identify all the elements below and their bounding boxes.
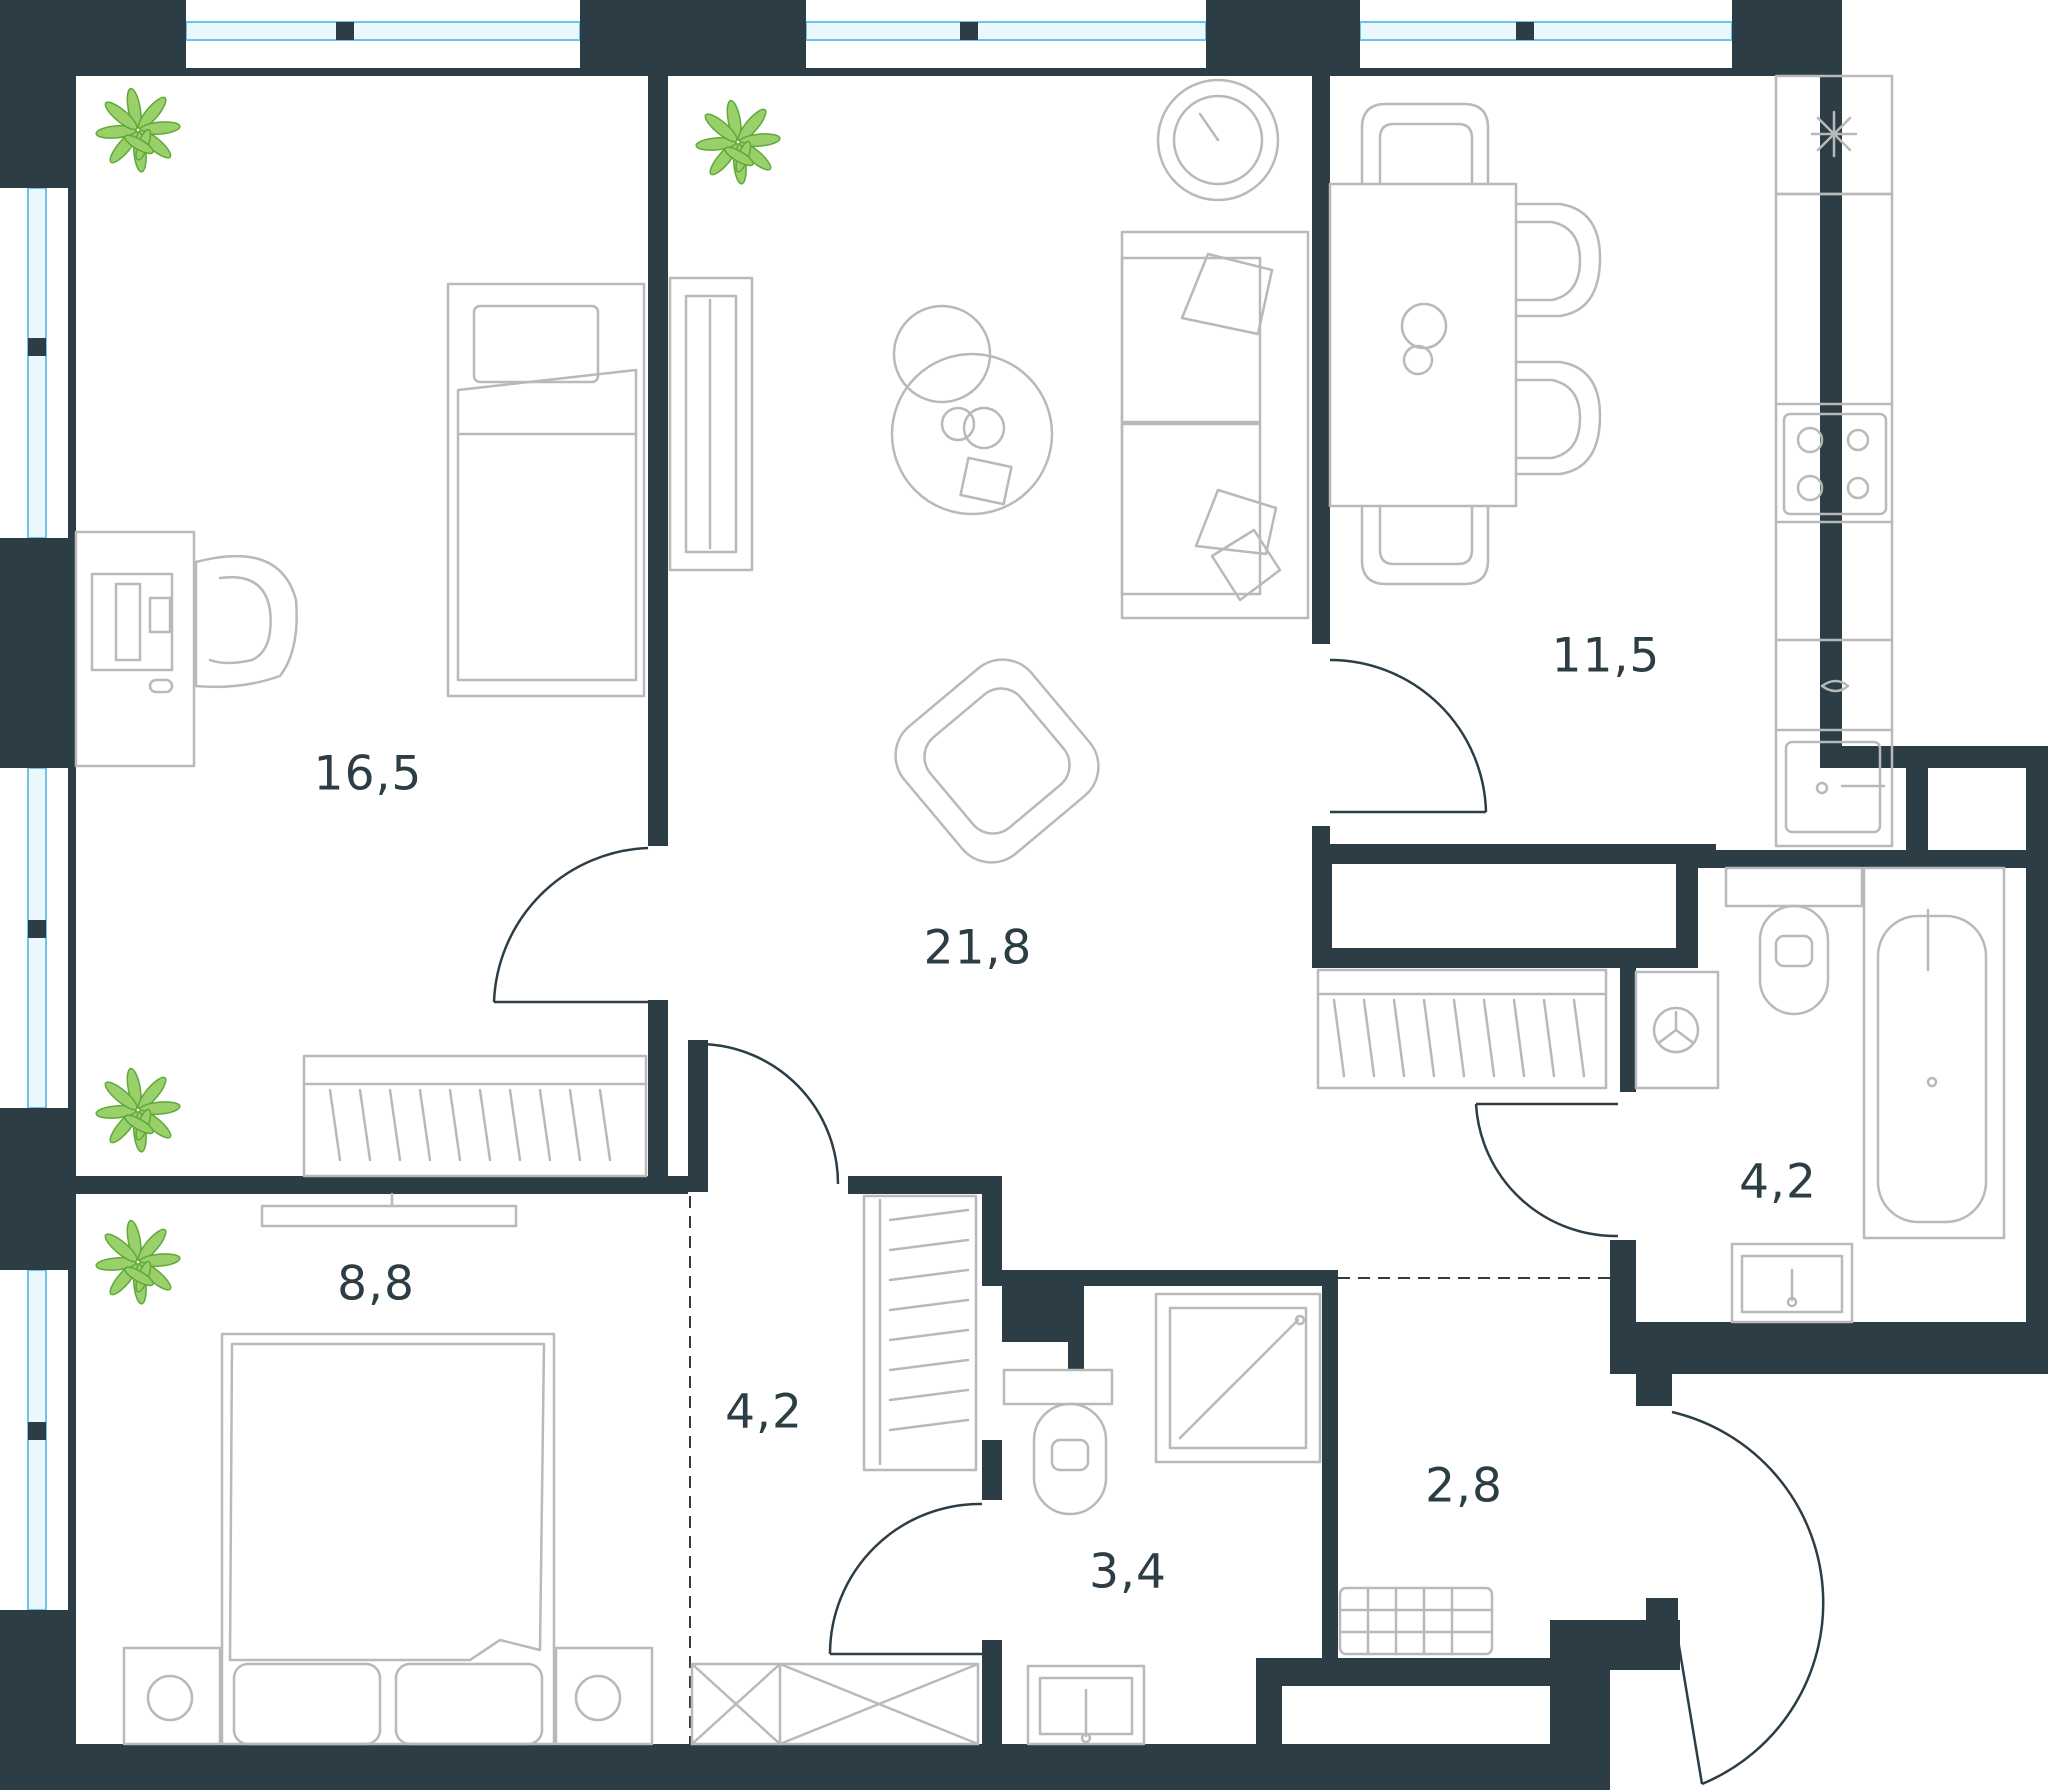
room-area-kitchen: 11,5: [1551, 628, 1661, 684]
wall-shelf: [260, 1192, 518, 1228]
bathtub-icon: [1862, 866, 2006, 1240]
stove-icon: [1782, 412, 1888, 516]
clock-icon: [1156, 78, 1280, 202]
storage-cabinet: [690, 1662, 980, 1746]
room-area-bathroom-2: 4,2: [1739, 1154, 1817, 1210]
sofa-icon: [1120, 230, 1310, 620]
toilet-icon: [1724, 866, 1864, 1016]
sink-icon: [1026, 1664, 1146, 1746]
chair-icon: [1360, 102, 1602, 586]
bed-icon: [446, 282, 646, 698]
wardrobe-icon: [1316, 968, 1608, 1090]
chair-icon: [194, 554, 298, 689]
shoe-rack: [1338, 1586, 1494, 1656]
room-area-entrance: 2,8: [1425, 1458, 1503, 1514]
room-area-bedroom-2: 8,8: [337, 1256, 415, 1312]
sink-icon: [1784, 679, 1886, 834]
kitchen-counter: [1774, 192, 1894, 848]
bed-icon: [122, 1332, 654, 1746]
wardrobe-icon: [302, 1054, 648, 1178]
room-area-hallway: 4,2: [725, 1384, 803, 1440]
dining-table-icon: [1328, 182, 1518, 508]
sink-icon: [1730, 1242, 1854, 1324]
plant-icon: [94, 86, 782, 1306]
wardrobe-icon: [862, 1194, 978, 1472]
toilet-icon: [1002, 1368, 1114, 1516]
coffee-table-icon: [890, 304, 1054, 516]
shower-icon: [1154, 1292, 1322, 1464]
room-area-living-room: 21,8: [923, 920, 1033, 976]
room-area-bathroom-1: 3,4: [1089, 1544, 1167, 1600]
desk-icon: [74, 530, 196, 768]
window-mullions: [28, 22, 1534, 1440]
room-area-bedroom-1: 16,5: [313, 746, 423, 802]
washing-machine-icon: [1634, 970, 1720, 1090]
tv-stand-icon: [668, 276, 754, 572]
door-swing-icon: [492, 658, 1825, 1786]
armchair-icon: [894, 658, 1100, 864]
